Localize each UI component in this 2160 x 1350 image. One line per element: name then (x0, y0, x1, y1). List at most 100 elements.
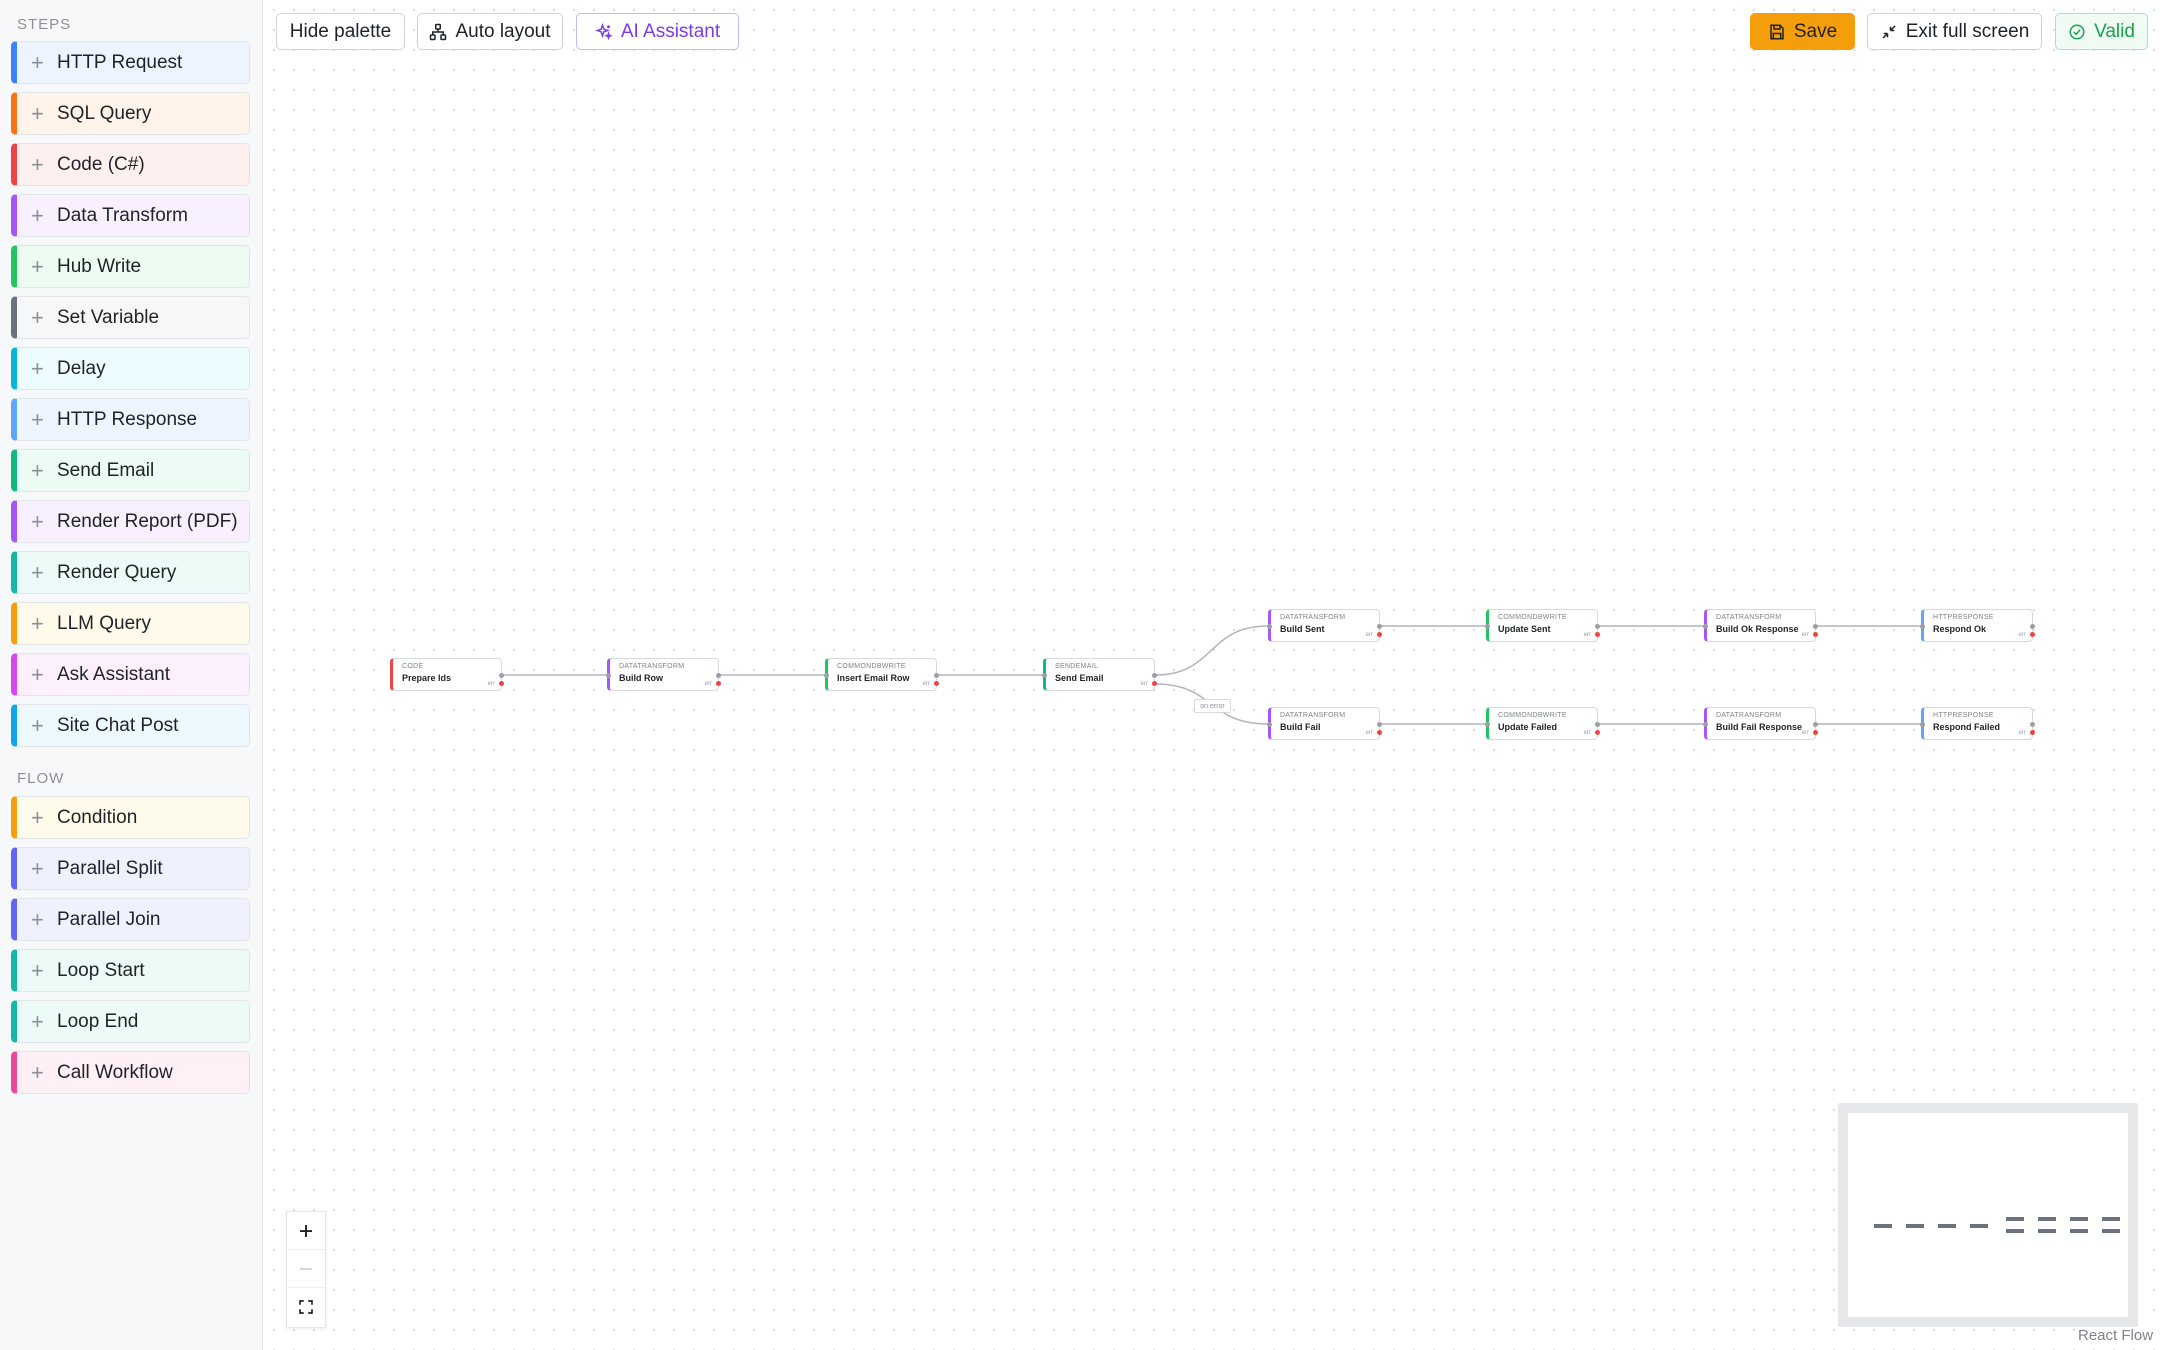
error-handle[interactable] (1813, 632, 1818, 637)
output-handle[interactable] (1377, 624, 1382, 629)
input-handle[interactable] (1267, 624, 1272, 629)
plus-icon: + (31, 957, 44, 983)
exit-full-screen-button[interactable]: Exit full screen (1867, 13, 2042, 50)
input-handle[interactable] (1485, 624, 1490, 629)
error-handle[interactable] (934, 681, 939, 686)
save-button[interactable]: Save (1750, 13, 1855, 50)
error-handle[interactable] (499, 681, 504, 686)
node-error-label: err (1583, 632, 1591, 638)
input-handle[interactable] (824, 673, 829, 678)
plus-icon: + (31, 100, 44, 126)
palette-item-http-request[interactable]: + HTTP Request (11, 41, 250, 84)
error-handle[interactable] (2030, 632, 2035, 637)
palette-item-label: Parallel Split (57, 857, 163, 879)
palette-item-sql-query[interactable]: +SQL Query (11, 92, 250, 135)
plus-icon: + (31, 804, 44, 830)
palette-item-call-workflow[interactable]: +Call Workflow (11, 1051, 250, 1094)
node-name: Build Row (619, 673, 663, 683)
palette-item-label: Delay (57, 357, 106, 379)
error-handle[interactable] (1813, 730, 1818, 735)
input-handle[interactable] (1042, 673, 1047, 678)
error-handle[interactable] (716, 681, 721, 686)
node-error-label: err (1801, 730, 1809, 736)
input-handle[interactable] (1267, 722, 1272, 727)
node-name: Build Fail Response (1716, 722, 1803, 732)
palette-item-ask-assistant[interactable]: +Ask Assistant (11, 653, 250, 696)
ai-assistant-button[interactable]: AI Assistant (576, 13, 739, 50)
node-error-label: err (922, 681, 930, 687)
hide-palette-label: Hide palette (289, 20, 392, 42)
output-handle[interactable] (716, 673, 721, 678)
node-error-label: err (1365, 632, 1373, 638)
output-handle[interactable] (934, 673, 939, 678)
node-name: Build Ok Response (1716, 624, 1799, 634)
zoom-controls (286, 1211, 326, 1328)
minimap[interactable] (1838, 1103, 2138, 1327)
save-label: Save (1793, 20, 1838, 42)
palette-item-delay[interactable]: +Delay (11, 347, 250, 390)
error-handle[interactable] (1595, 632, 1600, 637)
node-name: Update Sent (1498, 624, 1551, 634)
palette-item-send-email[interactable]: +Send Email (11, 449, 250, 492)
palette-item-site-chat-post[interactable]: +Site Chat Post (11, 704, 250, 747)
node-type: COMMONDBWRITE (1498, 712, 1567, 719)
output-handle[interactable] (1813, 624, 1818, 629)
palette-item-label: LLM Query (57, 612, 151, 634)
node-type: SENDEMAIL (1055, 663, 1099, 670)
output-handle[interactable] (1377, 722, 1382, 727)
palette-item-http-response[interactable]: +HTTP Response (11, 398, 250, 441)
input-handle[interactable] (606, 673, 611, 678)
input-handle[interactable] (1703, 722, 1708, 727)
palette-item-render-query[interactable]: +Render Query (11, 551, 250, 594)
auto-layout-button[interactable]: Auto layout (417, 13, 563, 50)
input-handle[interactable] (1920, 624, 1925, 629)
react-flow-attribution[interactable]: React Flow (2076, 1327, 2156, 1344)
input-handle[interactable] (1920, 722, 1925, 727)
error-handle[interactable] (1595, 730, 1600, 735)
fit-view-button[interactable] (287, 1288, 325, 1326)
output-handle[interactable] (499, 673, 504, 678)
hide-palette-button[interactable]: Hide palette (276, 13, 405, 50)
input-handle[interactable] (1703, 624, 1708, 629)
palette-item-code-c[interactable]: +Code (C#) (11, 143, 250, 186)
error-handle[interactable] (1152, 681, 1157, 686)
palette-item-render-report-pdf[interactable]: +Render Report (PDF) (11, 500, 250, 543)
error-handle[interactable] (1377, 632, 1382, 637)
plus-icon: + (31, 49, 44, 75)
zoom-in-button[interactable] (287, 1212, 325, 1250)
palette-item-condition[interactable]: +Condition (11, 796, 250, 839)
palette-item-set-variable[interactable]: +Set Variable (11, 296, 250, 339)
output-handle[interactable] (2030, 624, 2035, 629)
palette-item-loop-start[interactable]: +Loop Start (11, 949, 250, 992)
palette-item-llm-query[interactable]: +LLM Query (11, 602, 250, 645)
output-handle[interactable] (1595, 722, 1600, 727)
output-handle[interactable] (2030, 722, 2035, 727)
palette-item-loop-end[interactable]: +Loop End (11, 1000, 250, 1043)
output-handle[interactable] (1813, 722, 1818, 727)
zoom-out-button[interactable] (287, 1250, 325, 1288)
palette-item-parallel-join[interactable]: +Parallel Join (11, 898, 250, 941)
input-handle[interactable] (1485, 722, 1490, 727)
palette-item-hub-write[interactable]: +Hub Write (11, 245, 250, 288)
error-handle[interactable] (1377, 730, 1382, 735)
palette-item-data-transform[interactable]: +Data Transform (11, 194, 250, 237)
error-handle[interactable] (2030, 730, 2035, 735)
output-handle[interactable] (1595, 624, 1600, 629)
palette-item-label: HTTP Request (57, 51, 183, 73)
steps-section-label: STEPS (17, 16, 72, 33)
palette-item-label: Send Email (57, 459, 155, 481)
palette-item-parallel-split[interactable]: +Parallel Split (11, 847, 250, 890)
output-handle[interactable] (1152, 673, 1157, 678)
